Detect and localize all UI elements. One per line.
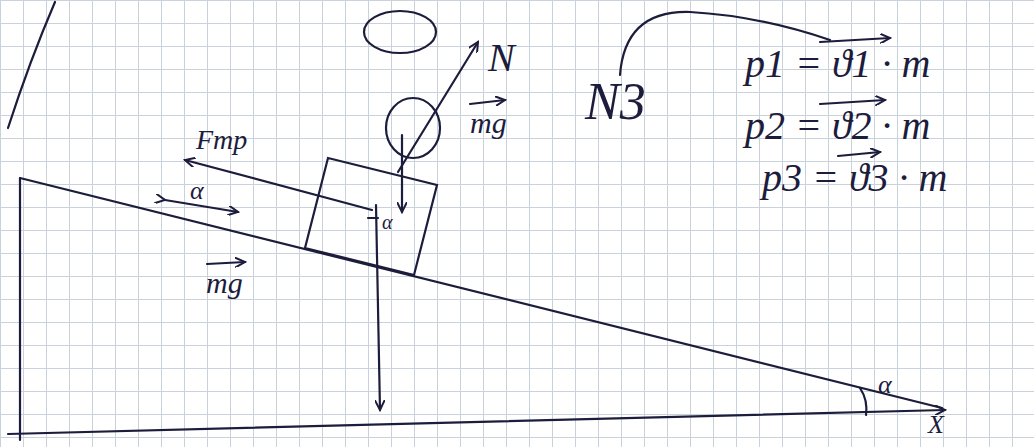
vector-bar: [820, 38, 890, 42]
force-label: N3: [585, 76, 646, 128]
vector-bar: [207, 262, 245, 264]
vertical-axis: [19, 178, 21, 440]
vector-bar: [820, 100, 885, 104]
force-label: mg: [470, 108, 507, 138]
angle-mark: [368, 217, 378, 219]
friction-arrow: [185, 160, 372, 210]
head-circle: [364, 11, 436, 53]
angle-label: α: [190, 178, 204, 204]
scribble: [8, 2, 55, 128]
force-label: Fтр: [196, 126, 247, 154]
axis-label: X: [928, 412, 944, 438]
block: [305, 158, 437, 275]
gravity-arrow: [401, 135, 403, 212]
angle-label: α: [382, 212, 393, 232]
vector-bar: [470, 100, 505, 104]
formula: p1 = ϑ1 · m: [745, 44, 931, 84]
formula: p2 = ϑ2 · m: [745, 106, 931, 146]
force-label: N: [488, 38, 515, 78]
angle-arc: [860, 388, 866, 415]
formula: p3 = ϑ3 · m: [762, 158, 948, 198]
force-label: mg: [206, 268, 243, 298]
x-axis: [8, 410, 945, 434]
normal-force-arrow: [398, 42, 478, 172]
vector-bar: [838, 152, 880, 156]
angle-label: α: [878, 372, 892, 398]
gravity-arrow: [376, 205, 380, 410]
incline-plane: [20, 178, 942, 408]
